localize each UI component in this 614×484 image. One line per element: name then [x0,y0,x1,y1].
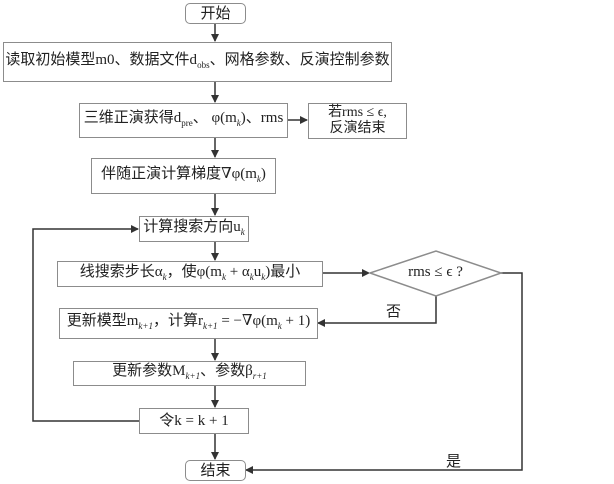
decision-label: rms ≤ ϵ ? [408,264,463,280]
update-model-label: 更新模型mk+1，计算rk+1 = −∇φ(mk + 1) [66,313,311,331]
arrow-decision-no [317,296,437,327]
early-stop-node: 若rms ≤ ϵ, 反演结束 [308,103,407,139]
update-params-label: 更新参数Mk+1、参数βr+1 [112,363,267,381]
decision-diamond [367,250,504,297]
start-node: 开始 [185,3,246,24]
arrow-decision-yes [245,272,523,474]
search-direction-node: 计算搜索方向uk [139,216,249,242]
arrow-loop-back [32,225,139,422]
increment-label: 令k = k + 1 [159,413,229,429]
increment-node: 令k = k + 1 [139,408,249,434]
start-label: 开始 [200,5,231,22]
edge-label-no: 否 [386,304,402,320]
forward-modeling-label: 三维正演获得dpre、 φ(mk)、rms [83,110,284,128]
early-stop-line2: 反演结束 [329,121,386,136]
gradient-node: 伴随正演计算梯度∇φ(mk) [91,158,276,194]
edge-label-yes: 是 [446,454,462,470]
forward-modeling-node: 三维正演获得dpre、 φ(mk)、rms [79,103,288,138]
read-input-label: 读取初始模型m0、数据文件dobs、网格参数、反演控制参数 [5,51,390,70]
update-params-node: 更新参数Mk+1、参数βr+1 [73,361,306,386]
end-label: 结束 [200,462,231,479]
line-search-label: 线搜索步长αk，使φ(mk + αkuk)最小 [79,263,301,282]
read-input-node: 读取初始模型m0、数据文件dobs、网格参数、反演控制参数 [3,42,392,82]
line-search-node: 线搜索步长αk，使φ(mk + αkuk)最小 [57,261,323,287]
update-model-node: 更新模型mk+1，计算rk+1 = −∇φ(mk + 1) [59,308,318,339]
early-stop-line1: 若rms ≤ ϵ, [328,105,387,120]
search-direction-label: 计算搜索方向uk [143,218,245,237]
end-node: 结束 [185,460,246,481]
gradient-label: 伴随正演计算梯度∇φ(mk) [101,165,266,184]
